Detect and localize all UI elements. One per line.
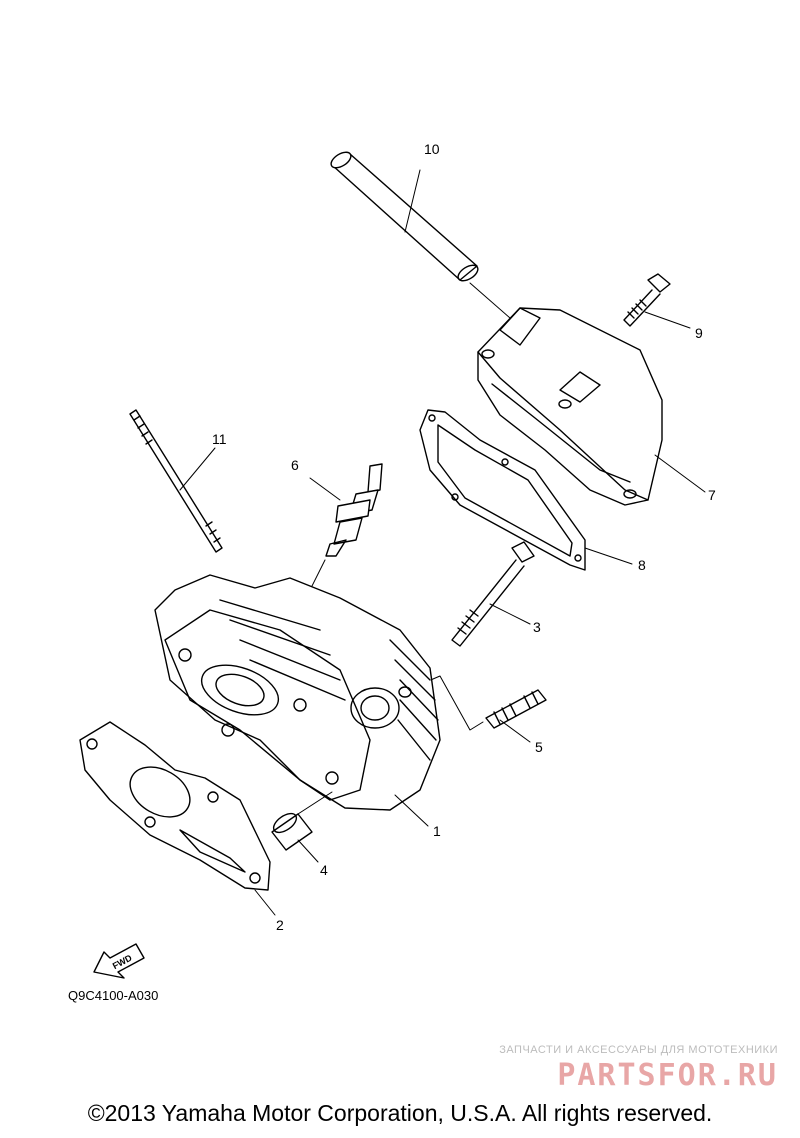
part-label-7: 7: [708, 487, 716, 503]
stud-part-11: [129, 409, 223, 553]
watermark-tagline: ЗАПЧАСТИ И АКСЕССУАРЫ ДЛЯ МОТОТЕХНИКИ: [499, 1044, 778, 1056]
hose-part-10: [330, 151, 511, 319]
part-label-8: 8: [638, 557, 646, 573]
watermark-brand-logo: PARTSFOR.RU: [557, 1058, 778, 1093]
dowel-part-4: [271, 791, 333, 863]
part-label-4: 4: [320, 862, 328, 878]
part-label-2: 2: [276, 917, 284, 933]
gasket-part-8: [419, 409, 633, 571]
bolt-part-9: [623, 273, 691, 329]
head-gasket-part-2: [79, 721, 276, 916]
cylinder-head-part-1: [154, 574, 441, 827]
part-label-9: 9: [695, 325, 703, 341]
part-label-3: 3: [533, 619, 541, 635]
fwd-arrow-icon: [93, 943, 145, 979]
part-label-1: 1: [433, 823, 441, 839]
copyright-notice: ©2013 Yamaha Motor Corporation, U.S.A. A…: [87, 1100, 713, 1126]
reference-code: Q9C4100-A030: [68, 988, 159, 1003]
part-label-10: 10: [424, 141, 440, 157]
part-label-11: 11: [212, 431, 227, 447]
part-label-5: 5: [535, 739, 543, 755]
part-label-6: 6: [291, 457, 299, 473]
cover-part-7: [477, 307, 706, 506]
watermark: ЗАПЧАСТИ И АКСЕССУАРЫ ДЛЯ МОТОТЕХНИКИ PA…: [499, 1044, 778, 1093]
bolt-part-3: [451, 541, 535, 647]
